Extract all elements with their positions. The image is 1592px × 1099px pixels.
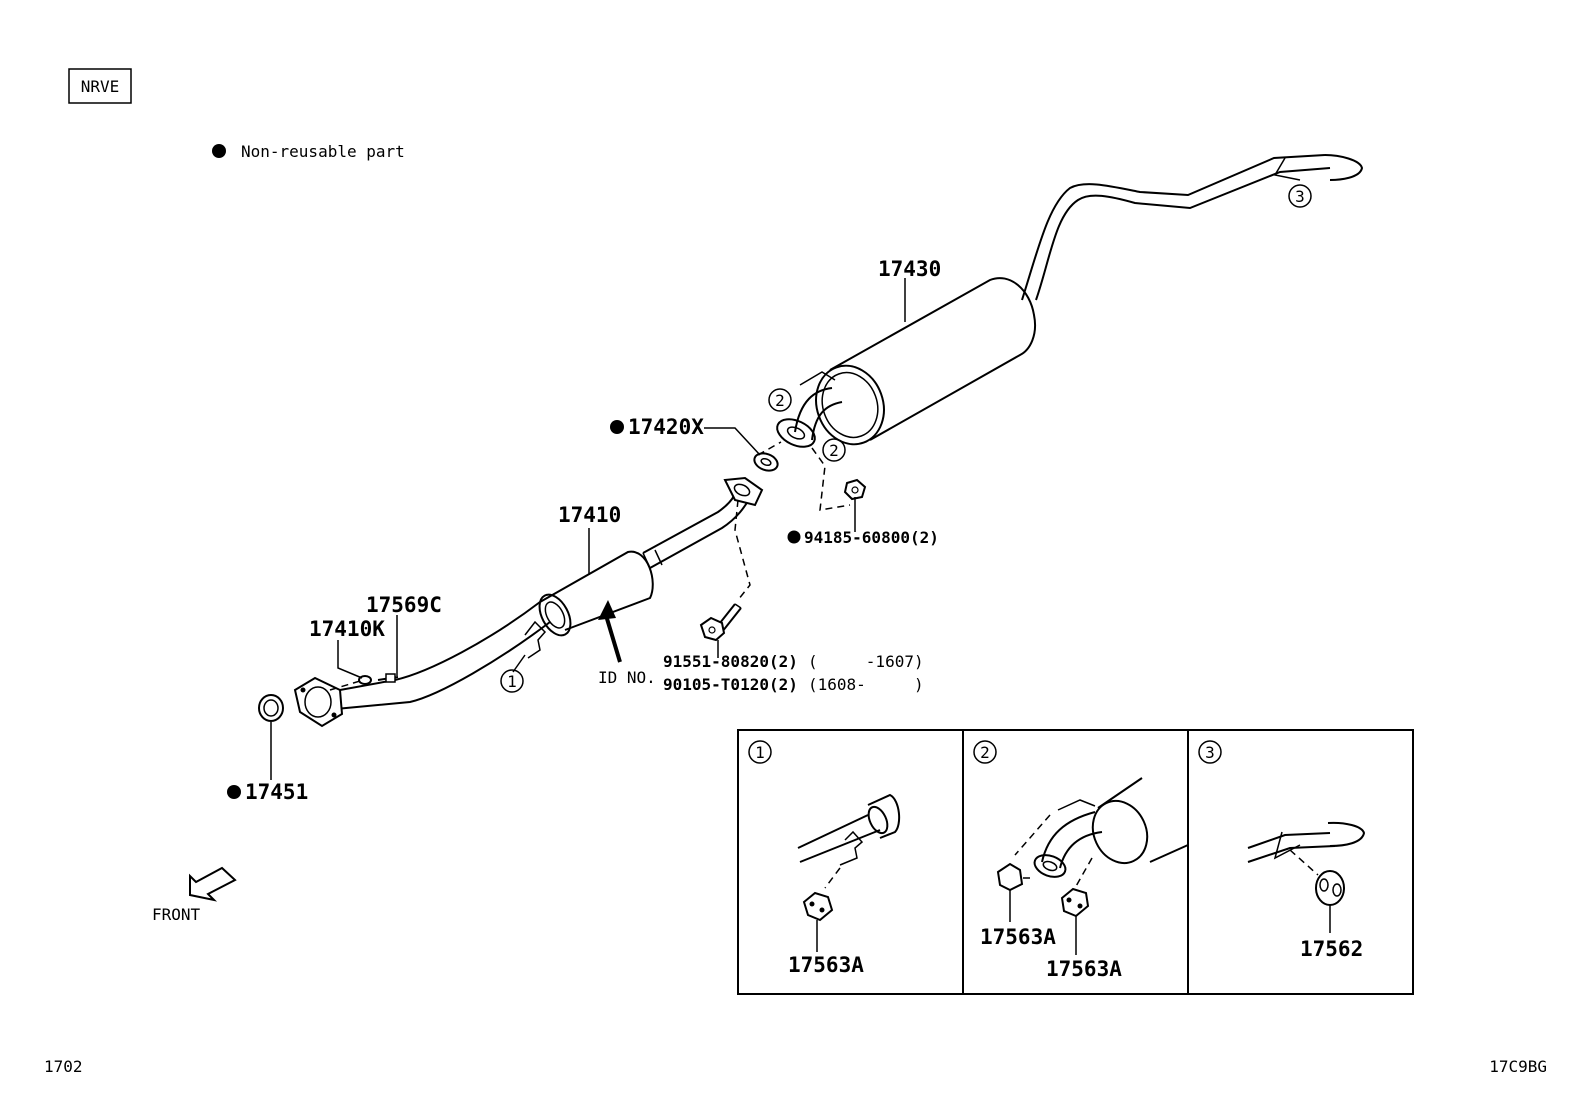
legend: Non-reusable part xyxy=(212,142,405,161)
non-reusable-dot-icon xyxy=(787,530,801,544)
tail-pipe xyxy=(1021,154,1364,301)
bolt xyxy=(699,603,742,642)
label-bolt-front: 17569C xyxy=(366,593,442,617)
detail-panel-3: 3 17562 xyxy=(1198,740,1366,961)
id-arrow xyxy=(598,600,622,663)
svg-text:1: 1 xyxy=(755,743,765,762)
label-bolt-2-part: 90105-T0120(2) xyxy=(663,675,798,694)
svg-text:2: 2 xyxy=(980,743,990,762)
svg-text:3: 3 xyxy=(1205,743,1215,762)
svg-text:3: 3 xyxy=(1295,187,1305,206)
detail-1-label: 17563A xyxy=(788,953,864,977)
label-bolt-1-range: ( -1607) xyxy=(808,652,924,671)
label-center-pipe: 17410 xyxy=(558,503,621,527)
leader-lines xyxy=(270,278,906,780)
model-code-box: NRVE xyxy=(68,68,132,104)
label-bolt-1-part: 91551-80820(2) xyxy=(663,652,798,671)
front-label: FRONT xyxy=(152,905,201,924)
svg-text:2: 2 xyxy=(829,441,839,460)
non-reusable-dot-icon xyxy=(610,420,624,434)
nut xyxy=(843,478,867,501)
callout-1: 1 xyxy=(500,669,524,693)
front-small-parts xyxy=(329,673,399,691)
callout-3: 3 xyxy=(1288,184,1312,208)
front-arrow-icon xyxy=(189,866,237,902)
gasket-mid xyxy=(753,452,779,472)
label-bolt-2-range: (1608- ) xyxy=(808,675,924,694)
detail-panels: 1 17563A 2 xyxy=(737,729,1414,995)
detail-panel-1: 1 17563A xyxy=(748,740,901,977)
page-number-right: 17C9BG xyxy=(1489,1057,1547,1076)
legend-text: Non-reusable part xyxy=(241,142,405,161)
callout-2a: 2 xyxy=(768,388,792,412)
detail-2-label-b: 17563A xyxy=(1046,957,1122,981)
non-reusable-dot-icon xyxy=(212,144,226,158)
detail-2-label-a: 17563A xyxy=(980,925,1056,949)
gasket-front xyxy=(258,694,284,722)
detail-panel-2: 2 17563A 17563A xyxy=(973,740,1189,981)
label-gasket-small: 17410K xyxy=(309,617,385,641)
svg-text:1: 1 xyxy=(507,672,517,691)
label-gasket-front: 17451 xyxy=(245,780,308,804)
detail-3-label: 17562 xyxy=(1300,937,1363,961)
callout-2b: 2 xyxy=(822,438,846,462)
svg-text:2: 2 xyxy=(775,391,785,410)
label-gasket-mid: 17420X xyxy=(628,415,704,439)
model-code: NRVE xyxy=(81,77,120,96)
center-pipe xyxy=(293,476,764,728)
label-muffler: 17430 xyxy=(878,257,941,281)
label-id-no: ID NO. xyxy=(598,668,656,687)
fastener-guides xyxy=(734,441,851,601)
non-reusable-dot-icon xyxy=(227,785,241,799)
page-number-left: 1702 xyxy=(44,1057,83,1076)
label-nut: 94185-60800(2) xyxy=(804,528,939,547)
main-muffler xyxy=(776,277,1036,448)
